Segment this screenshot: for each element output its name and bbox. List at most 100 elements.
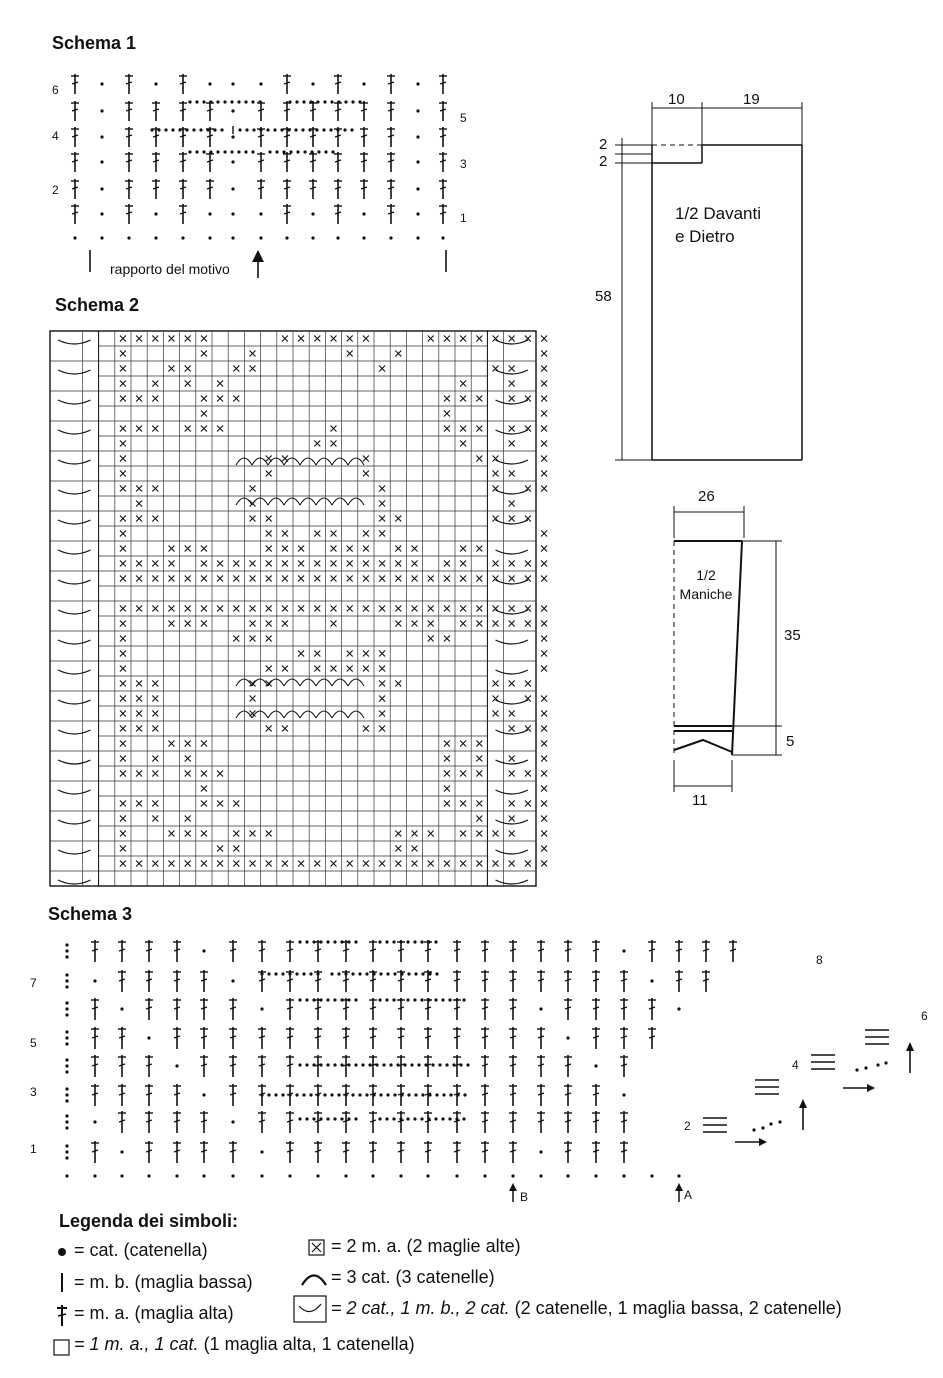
- crossed-box-stitch: [151, 695, 159, 702]
- double-crochet-bar: [286, 948, 294, 952]
- crossed-box-stitch: [119, 575, 127, 582]
- arc-stitch: [267, 497, 285, 506]
- chain-dot: [416, 82, 420, 86]
- v-stitch-symbol: [57, 579, 91, 585]
- crossed-box-stitch: [378, 860, 386, 867]
- crossed-box-stitch: [524, 395, 532, 402]
- chain-dot: [413, 940, 417, 944]
- crossed-box-stitch: [459, 440, 467, 447]
- v-stitch-symbol: [57, 489, 91, 495]
- crossed-box-stitch: [362, 470, 370, 477]
- schema3-title: Schema 3: [48, 904, 133, 924]
- double-crochet-bar: [118, 1063, 126, 1067]
- chain-dot: [237, 100, 241, 104]
- crossed-box-stitch: [540, 455, 548, 462]
- double-crochet-bar: [481, 948, 489, 952]
- legend-double-crochet-bar: [57, 1313, 67, 1317]
- v-stitch-symbol: [57, 399, 91, 405]
- arc-stitch: [283, 457, 301, 466]
- chain-dot: [154, 82, 158, 86]
- crossed-box-stitch: [443, 410, 451, 417]
- chain-dot: [386, 972, 390, 976]
- crossed-box-stitch: [492, 575, 499, 582]
- double-crochet-bar: [283, 159, 291, 163]
- chain-dot: [65, 1174, 69, 1178]
- crossed-box-stitch: [151, 380, 159, 387]
- crossed-box-stitch: [151, 860, 159, 867]
- chain-dot: [347, 998, 351, 1002]
- legend-empty-box-italic: = 1 m. a., 1 cat.: [74, 1334, 199, 1354]
- chain-dot: [358, 1093, 362, 1097]
- double-crochet-bar: [424, 1119, 432, 1123]
- v-stitch-symbol: [57, 759, 91, 765]
- crossed-box-stitch: [184, 830, 192, 837]
- crossed-box-stitch: [135, 560, 143, 567]
- chain-dot: [65, 973, 69, 977]
- arc-stitch: [331, 710, 349, 719]
- schema3-row-7: 7: [30, 976, 37, 990]
- chain-dot: [280, 128, 284, 132]
- chain-dot: [209, 100, 213, 104]
- chain-dot: [329, 128, 333, 132]
- chain-dot: [295, 100, 299, 104]
- crossed-box-stitch: [346, 545, 354, 552]
- crossed-box-stitch: [378, 485, 386, 492]
- crossed-box-stitch: [540, 470, 548, 477]
- chain-dot: [434, 940, 438, 944]
- crossed-box-stitch: [378, 515, 386, 522]
- chain-dot: [259, 212, 263, 216]
- schema3-row-3: 3: [30, 1085, 37, 1099]
- crossed-box-stitch: [281, 575, 289, 582]
- crossed-box-stitch: [394, 350, 402, 357]
- double-crochet-bar: [648, 948, 656, 952]
- crossed-box-stitch: [216, 845, 224, 852]
- chain-dot: [120, 1007, 124, 1011]
- crossed-box-stitch: [540, 695, 548, 702]
- chain-dot: [385, 940, 389, 944]
- crossed-box-stitch: [443, 605, 451, 612]
- chain-dot: [309, 100, 313, 104]
- chain-dot: [65, 943, 69, 947]
- v-stitch-symbol: [495, 789, 529, 795]
- chain-dot: [310, 150, 314, 154]
- chain-dot: [93, 1120, 97, 1124]
- double-crochet-bar: [453, 1006, 461, 1010]
- crossed-box-stitch: [151, 395, 159, 402]
- crossed-box-stitch: [475, 860, 483, 867]
- crossed-box-stitch: [249, 695, 256, 702]
- double-crochet-bar: [125, 211, 133, 215]
- chain-dot: [326, 1117, 330, 1121]
- crossed-box-stitch: [119, 860, 127, 867]
- crossed-box-stitch: [492, 560, 499, 567]
- chain-dot: [65, 1126, 69, 1130]
- crossed-box-stitch: [135, 605, 143, 612]
- chain-dot: [185, 128, 189, 132]
- double-crochet-bar: [481, 1006, 489, 1010]
- crossed-box-stitch: [524, 695, 532, 702]
- crossed-box-stitch: [394, 620, 402, 627]
- crossed-box-stitch: [508, 560, 516, 567]
- double-crochet-bar: [118, 1119, 126, 1123]
- chain-dot: [202, 949, 206, 953]
- double-crochet-bar: [179, 186, 187, 190]
- legend-arc-symbol: [301, 1274, 327, 1286]
- crossed-box-stitch: [378, 500, 386, 507]
- chain-dot: [302, 100, 306, 104]
- direction-arrow-up-head: [906, 1042, 914, 1051]
- repeat-arrow-head: [252, 250, 264, 262]
- double-crochet-bar: [200, 978, 208, 982]
- crossed-box-stitch: [200, 620, 208, 627]
- double-crochet-bar: [387, 134, 395, 138]
- chain-dot: [120, 1150, 124, 1154]
- crossed-box-stitch: [443, 770, 451, 777]
- crossed-box-stitch: [168, 830, 175, 837]
- double-crochet-bar: [314, 948, 322, 952]
- schema1-title: Schema 1: [52, 33, 137, 53]
- crossed-box-stitch: [540, 485, 548, 492]
- chain-dot: [319, 940, 323, 944]
- crossed-box-stitch: [443, 755, 451, 762]
- chain-dot: [358, 100, 362, 104]
- schema3-row-5: 5: [30, 1036, 37, 1050]
- crossed-box-stitch: [281, 545, 289, 552]
- chain-dot: [331, 150, 335, 154]
